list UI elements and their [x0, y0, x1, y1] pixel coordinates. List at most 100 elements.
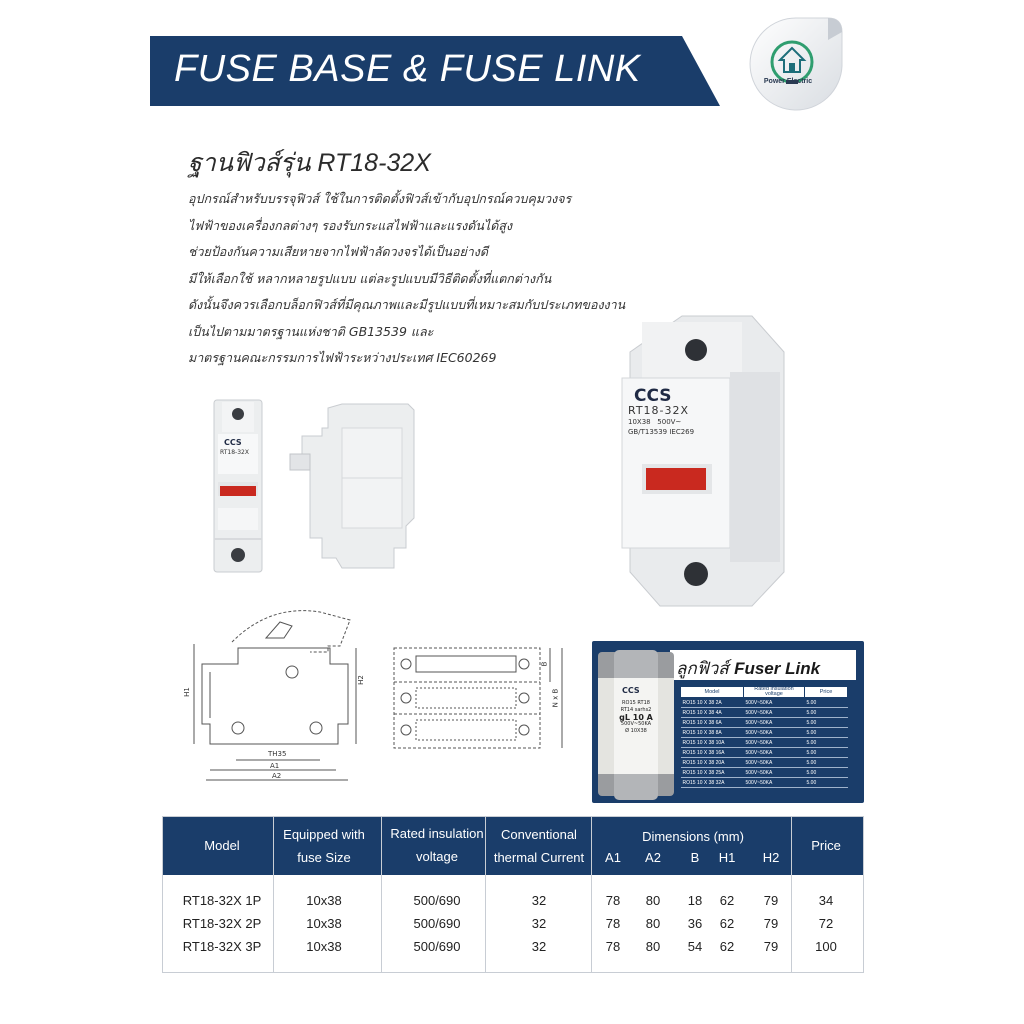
header-rated-2: voltage — [416, 849, 458, 864]
cell-h1: 62 — [719, 893, 735, 908]
cell-current: 32 — [531, 939, 547, 954]
cell-voltage: 500/690 — [413, 939, 461, 954]
header-b: B — [690, 850, 700, 865]
cell: 5.00 — [804, 757, 848, 768]
description-line: ช่วยป้องกันความเสียหายจากไฟฟ้าลัดวงจรได้… — [188, 244, 489, 259]
column-divider — [381, 817, 382, 972]
cell-price: 34 — [818, 893, 834, 908]
label-h2: H2 — [356, 675, 365, 685]
cell: 500V~50KA — [743, 777, 805, 788]
header-price: Price — [811, 838, 841, 853]
col-price: Price — [804, 686, 848, 698]
header-equipped-2: fuse Size — [297, 850, 351, 865]
header-equipped-1: Equipped with — [283, 827, 365, 842]
col-model: Model — [680, 686, 744, 698]
cell: 5.00 — [804, 777, 848, 788]
house-bulb-icon — [749, 17, 843, 111]
header-conv-1: Conventional — [501, 827, 577, 842]
header-rated-1: Rated insulation — [390, 826, 484, 841]
cell-a1: 78 — [605, 916, 621, 931]
cell-model: RT18-32X 1P — [182, 893, 262, 908]
spec-table-header: Model Equipped with fuse Size Rated insu… — [163, 817, 863, 875]
device-model-large: RT18-32X — [628, 404, 690, 417]
header-conv-2: thermal Current — [493, 850, 585, 865]
logo-text: Power Electric — [763, 78, 813, 85]
description-line: เป็นไปตามมาตรฐานแห่งชาติ GB13539 และ — [188, 323, 434, 339]
fuse-link-title-main: Fuser Link — [734, 659, 821, 678]
cell-model: RT18-32X 3P — [182, 939, 262, 954]
fuse-base-front-large: CCS RT18-32X 10X38 500V~ GB/T13539 IEC26… — [612, 312, 792, 610]
cell-current: 32 — [531, 893, 547, 908]
cell: RO15 10 X 38 32A — [680, 777, 744, 788]
cell-h1: 62 — [719, 916, 735, 931]
cell-model: RT18-32X 2P — [182, 916, 262, 931]
top-dimension-drawing: B N x B — [386, 642, 570, 758]
cell: 5.00 — [804, 747, 848, 758]
cell: 500V~50KA — [743, 717, 805, 728]
cell-voltage: 500/690 — [413, 893, 461, 908]
cell-b: 18 — [687, 893, 703, 908]
cell: 5.00 — [804, 737, 848, 748]
description-line: ไฟฟ้าของเครื่องกลต่างๆ รองรับกระแสไฟฟ้าแ… — [188, 217, 513, 233]
fuse-base-front-small: CCS RT18-32X — [212, 398, 264, 574]
cell-h2: 79 — [763, 916, 779, 931]
cell-fuse: 10x38 — [306, 893, 342, 908]
device-brand-small: CCS — [224, 438, 242, 447]
cell-price: 100 — [815, 939, 837, 954]
fuse-link-title-thai: ลูกฟิวส์ — [676, 659, 729, 679]
cell-a1: 78 — [605, 939, 621, 954]
title-banner: FUSE BASE & FUSE LINK — [150, 36, 720, 106]
cell: 500V~50KA — [743, 767, 805, 778]
label-th35: TH35 — [268, 750, 287, 758]
cell-voltage: 500/690 — [413, 916, 461, 931]
label-a1: A1 — [270, 762, 280, 770]
cell: 500V~50KA — [743, 727, 805, 738]
description-line: มาตรฐานคณะกรรมการไฟฟ้าระหว่างประเทศ IEC6… — [188, 350, 497, 365]
product-description: อุปกรณ์สำหรับบรรจุฟิวส์ ใช้ในการติดตั้งฟ… — [188, 186, 668, 372]
column-divider — [591, 817, 592, 972]
fuse-link-title-bg — [670, 650, 856, 680]
cell: 500V~50KA — [743, 697, 805, 708]
cell-fuse: 10x38 — [306, 939, 342, 954]
brand-logo: Power Electric — [748, 16, 852, 120]
cell: RO15 10 X 38 4A — [680, 707, 744, 718]
column-divider — [791, 817, 792, 972]
cell-a2: 80 — [645, 893, 661, 908]
cell: 5.00 — [804, 717, 848, 728]
cartridge-line: Ø 10X38 — [625, 728, 647, 734]
cell: 5.00 — [804, 767, 848, 778]
fuse-link-table-header: Model Rated insulation voltage Price — [680, 686, 848, 698]
fuse-link-title: ลูกฟิวส์ Fuser Link — [676, 655, 820, 682]
spec-row: RT18-32X 2P 10x38 500/690 32 78 80 36 62… — [163, 916, 863, 938]
label-h1: H1 — [182, 687, 191, 697]
cell-h1: 62 — [719, 939, 735, 954]
cell-price: 72 — [818, 916, 834, 931]
cell-b: 54 — [687, 939, 703, 954]
cell-h2: 79 — [763, 893, 779, 908]
product-subtitle: ฐานฟิวส์รุ่น RT18-32X — [188, 149, 431, 177]
description-line: อุปกรณ์สำหรับบรรจุฟิวส์ ใช้ในการติดตั้งฟ… — [188, 191, 572, 206]
cell-h2: 79 — [763, 939, 779, 954]
header-dimensions: Dimensions (mm) — [642, 829, 744, 844]
cell: RO15 10 X 38 2A — [680, 697, 744, 708]
cell: RO15 10 X 38 25A — [680, 767, 744, 778]
spec-row: RT18-32X 1P 10x38 500/690 32 78 80 18 62… — [163, 893, 863, 915]
description-line: มีให้เลือกใช้ หลากหลายรูปแบบ แต่ละรูปแบบ… — [188, 270, 552, 286]
cell: 5.00 — [804, 697, 848, 708]
cell: RO15 10 X 38 20A — [680, 757, 744, 768]
cartridge-line: gL 10 A — [619, 713, 653, 722]
column-divider — [273, 817, 274, 972]
page-title: FUSE BASE & FUSE LINK — [174, 48, 641, 90]
cartridge-line: RO15 RT18 — [622, 700, 650, 706]
label-a2: A2 — [272, 772, 282, 780]
fuse-base-side-view — [282, 398, 432, 578]
cartridge-brand: CCS — [622, 686, 640, 695]
cell: 5.00 — [804, 727, 848, 738]
